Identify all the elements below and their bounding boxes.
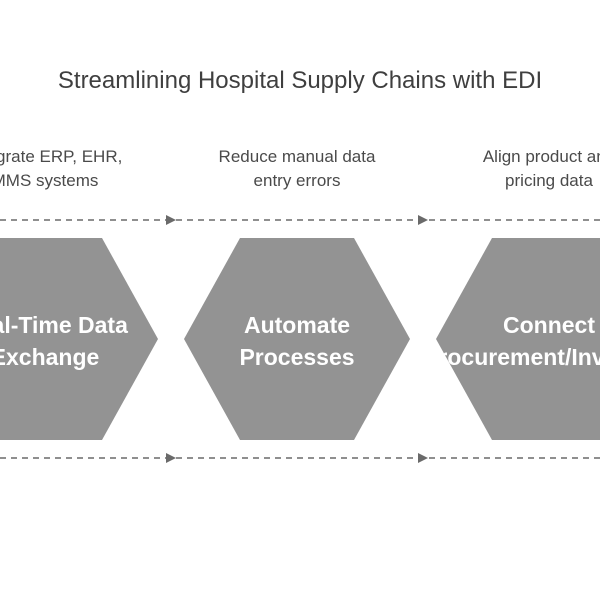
- step-label-line: Connect: [503, 312, 595, 338]
- step-hexagon: [184, 238, 410, 440]
- step-description-line: Reduce manual data: [219, 147, 376, 166]
- top-connector: [0, 215, 600, 225]
- step-description-line: Align product and: [483, 147, 600, 166]
- step-label-line: Automate: [244, 312, 350, 338]
- step-label-line: Exchange: [0, 344, 99, 370]
- steps: Integrate ERP, EHR, MMS systemsReal-Time …: [0, 147, 600, 440]
- step-description: Integrate ERP, EHR, MMS systems: [0, 147, 122, 190]
- step-hexagon: [436, 238, 600, 440]
- step-description-line: Integrate ERP, EHR,: [0, 147, 122, 166]
- arrowhead-icon: [418, 215, 428, 225]
- step-description-line: pricing data: [505, 171, 593, 190]
- step-hexagon: [0, 238, 158, 440]
- step-label-line: Processes: [239, 344, 354, 370]
- step-description-line: entry errors: [254, 171, 341, 190]
- step-label-line: Procurement/Inventory: [423, 344, 600, 370]
- arrowhead-icon: [166, 453, 176, 463]
- process-step: Align product and pricing dataConnectProc…: [423, 147, 600, 440]
- step-description-line: MMS systems: [0, 171, 98, 190]
- step-label-line: Real-Time Data: [0, 312, 128, 338]
- arrowhead-icon: [166, 215, 176, 225]
- arrowhead-icon: [418, 453, 428, 463]
- step-description: Align product and pricing data: [483, 147, 600, 190]
- step-description: Reduce manual data entry errors: [219, 147, 376, 190]
- diagram-title: Streamlining Hospital Supply Chains with…: [58, 67, 542, 94]
- bottom-connector: [0, 453, 600, 463]
- process-step: Integrate ERP, EHR, MMS systemsReal-Time …: [0, 147, 158, 440]
